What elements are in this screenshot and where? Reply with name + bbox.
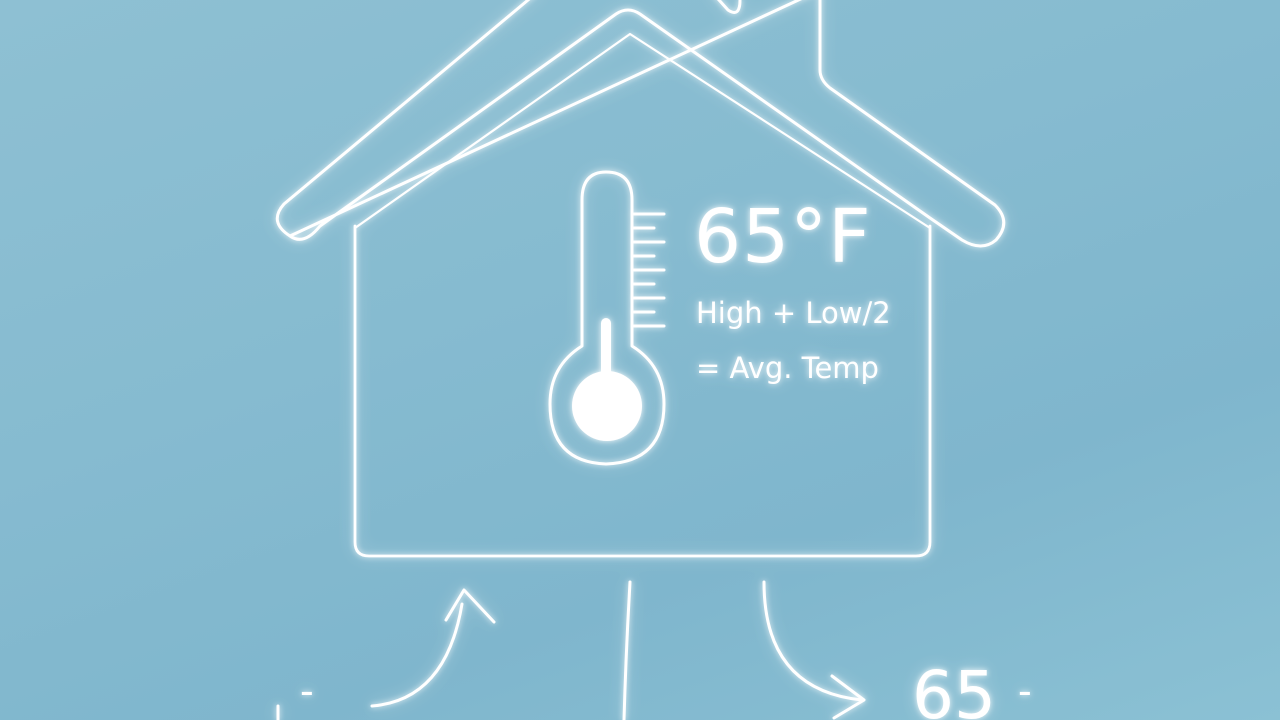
- house-roof-icon: [275, 0, 1006, 248]
- temperature-reading: 65°F: [694, 194, 872, 280]
- formula-line-2: = Avg. Temp: [696, 351, 879, 385]
- house-roof-inner-icon: [353, 32, 932, 230]
- bottom-dash-right: -: [1018, 669, 1032, 713]
- thermometer-bulb-icon: [572, 371, 642, 441]
- vertical-line-icon: [622, 580, 632, 720]
- thermometer-icon: [548, 170, 666, 466]
- formula-line-1: High + Low/2: [696, 296, 891, 330]
- house-walls-icon: [353, 224, 932, 558]
- curved-arrow-up-icon: [370, 588, 496, 708]
- curved-arrow-right-icon: [762, 580, 866, 720]
- bottom-number: 65: [912, 657, 996, 720]
- bottom-dash-left: -: [300, 669, 314, 713]
- thermometer-scale-icon: [632, 212, 666, 328]
